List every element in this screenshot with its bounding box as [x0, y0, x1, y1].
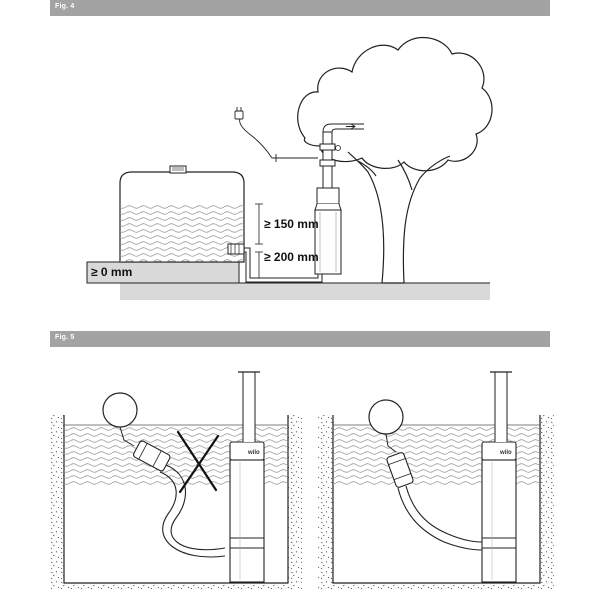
pump-left: wilo — [229, 441, 265, 583]
suction-pipe — [244, 247, 323, 283]
plug-icon — [234, 110, 244, 120]
dimension-marks — [255, 203, 263, 279]
fig4-header-bar: Fig. 4 — [50, 0, 550, 16]
float-ball-left — [102, 392, 138, 428]
arrow-right-icon — [346, 123, 356, 130]
riser-pipe — [319, 123, 364, 195]
dimension-bottom: ≥ 200 mm — [264, 250, 319, 264]
submersible-pump — [314, 187, 342, 275]
intake-hose-left — [133, 440, 171, 472]
dimension-ground: ≥ 0 mm — [91, 265, 132, 279]
fig4-label: Fig. 4 — [55, 3, 75, 10]
intake-hose-right — [386, 452, 414, 488]
brand-logo-left: wilo — [247, 450, 260, 456]
fig5-right-scene: wilo — [318, 371, 554, 590]
fig4-scene: ≥ 150 mm ≥ 200 mm ≥ 0 mm — [86, 36, 493, 300]
rain-tank — [119, 165, 245, 263]
fig5-header-bar: Fig. 5 — [50, 331, 550, 347]
basin-right — [332, 415, 541, 584]
brand-logo-right: wilo — [499, 450, 512, 456]
tank-outlet — [227, 243, 245, 255]
fig5-label: Fig. 5 — [55, 334, 75, 341]
basin-left — [63, 415, 289, 584]
float-ball-right — [368, 399, 404, 435]
fig5-left-scene: wilo — [50, 371, 302, 590]
power-cable — [234, 107, 318, 162]
dimension-top: ≥ 150 mm — [264, 217, 319, 231]
ground-slab — [120, 283, 490, 300]
tree — [297, 36, 493, 284]
cross-icon — [176, 430, 220, 494]
pump-right: wilo — [481, 441, 517, 583]
